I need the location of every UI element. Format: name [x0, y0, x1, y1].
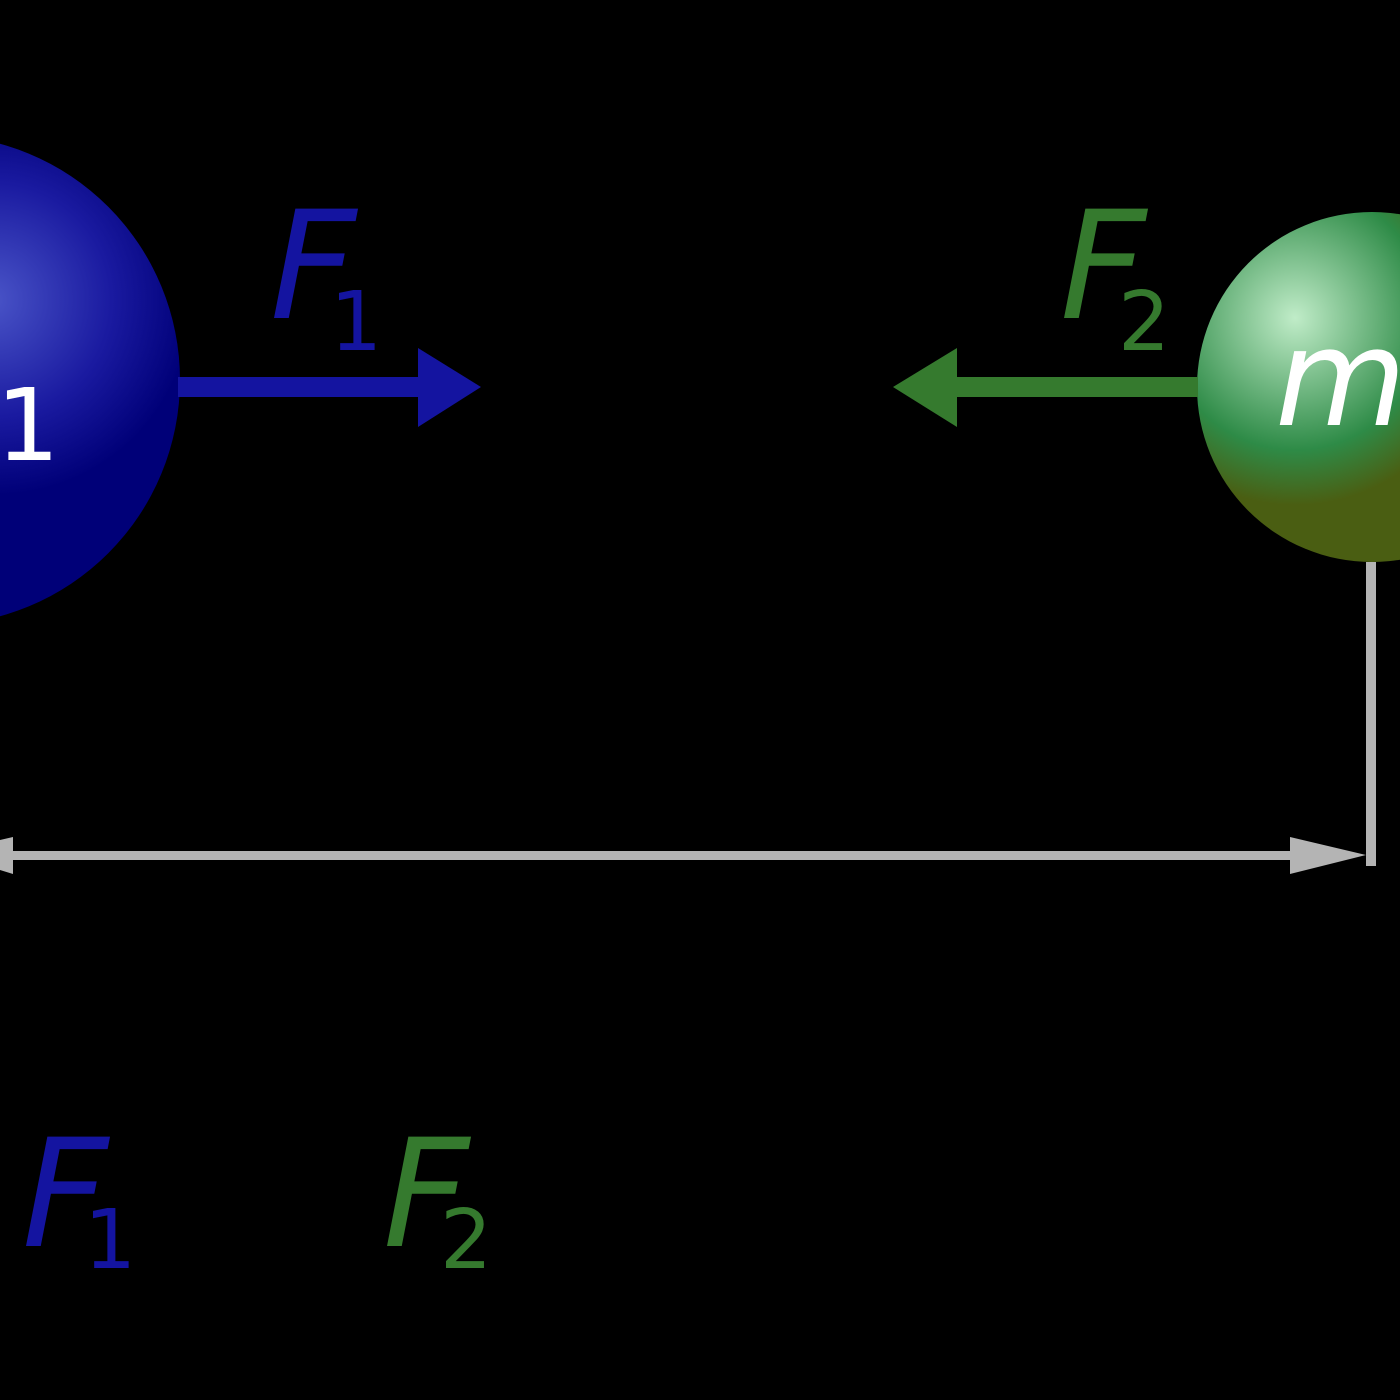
force-2-shaft [952, 377, 1198, 397]
force-1-arrowhead [418, 348, 481, 427]
mass-1-sphere [0, 143, 180, 617]
force-1-label: F 1 [270, 180, 382, 370]
mass-1-body: 1 [0, 143, 180, 617]
legend-force-2-symbol: F [383, 1108, 472, 1282]
mass-2-sphere [1197, 212, 1400, 562]
legend-force-1-subscript: 1 [84, 1193, 136, 1288]
mass-1-label: 1 [0, 367, 60, 484]
force-2-label: F 2 [1060, 180, 1170, 370]
mass-2-label: m [1275, 300, 1400, 457]
distance-extension-line [1366, 562, 1376, 866]
force-1-symbol: F [270, 180, 359, 354]
legend-force-1-symbol: F [22, 1108, 111, 1282]
legend-force-2-subscript: 2 [440, 1193, 492, 1288]
force-2-arrow [893, 348, 1198, 427]
distance-line [10, 851, 1295, 860]
force-1-arrow [178, 348, 481, 427]
distance-indicator [0, 562, 1376, 874]
mass-2-body: m [1197, 212, 1400, 562]
legend-force-1: F 1 [22, 1108, 136, 1288]
force-2-symbol: F [1060, 180, 1149, 354]
legend-force-2: F 2 [383, 1108, 492, 1288]
force-2-subscript: 2 [1118, 275, 1170, 370]
distance-arrowhead-left [0, 837, 13, 874]
force-1-shaft [178, 377, 423, 397]
force-1-subscript: 1 [330, 275, 382, 370]
distance-arrowhead-right [1290, 837, 1366, 874]
force-2-arrowhead [893, 348, 957, 427]
